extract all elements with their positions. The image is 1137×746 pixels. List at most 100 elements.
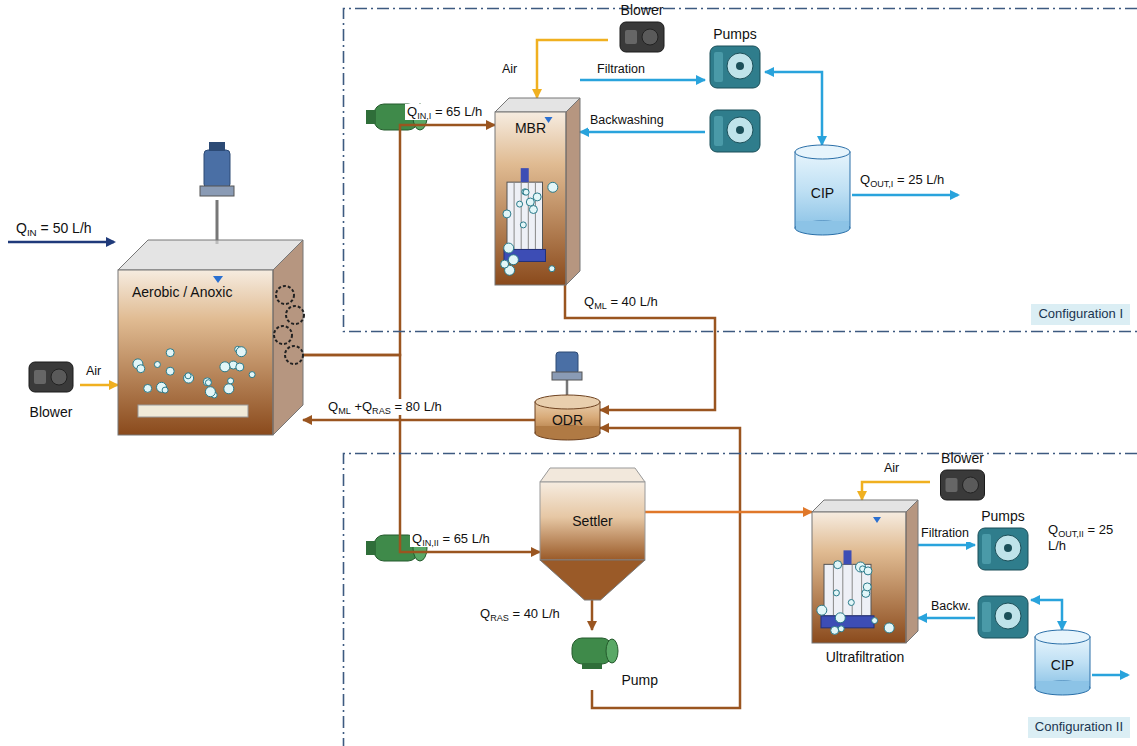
drawing-part (51, 369, 67, 385)
drawing-part (249, 372, 255, 378)
drawing-part (274, 326, 292, 344)
drawing-part (521, 168, 529, 182)
drawing-part (137, 365, 145, 373)
flow-line (580, 131, 705, 134)
drawing-part (286, 306, 304, 324)
drawing-part (118, 270, 273, 435)
drawing-part (736, 62, 744, 70)
drawing-part (812, 500, 918, 512)
inflow-arrow (8, 242, 114, 243)
flow-label: Filtration (919, 526, 971, 542)
subscript: RAS (490, 613, 509, 623)
drawing-part (203, 378, 211, 386)
drawing-part (29, 362, 73, 392)
drawing-part (906, 500, 918, 643)
drawing-part (864, 567, 872, 575)
drawing-part (495, 98, 580, 112)
node-label: Blower (941, 450, 984, 466)
drawing-part (710, 46, 760, 88)
drawing-part (204, 150, 230, 188)
drawing-part (535, 182, 536, 249)
drawing-part (884, 623, 894, 633)
subscript: ML (594, 301, 607, 311)
drawing-part (620, 22, 664, 52)
flow-label: Air (84, 364, 103, 380)
equipment-node: CIP (795, 145, 850, 235)
node-label: MBR (515, 120, 546, 136)
drawing-part (1092, 674, 1128, 677)
odr-mixer (552, 352, 582, 398)
drawing-part (995, 603, 1021, 629)
region-label: Configuration I (1031, 304, 1130, 325)
drawing-part (978, 528, 1028, 570)
drawing-part (963, 477, 979, 493)
node-shape (812, 500, 918, 665)
drawing-part (982, 602, 991, 632)
drawing-part (529, 206, 537, 214)
flow-rate-label: QIN = 50 L/h (14, 220, 94, 238)
drawing-part (508, 255, 518, 265)
equipment-node: Pumps (975, 508, 1031, 655)
equipment-node: Pump (568, 630, 660, 690)
subscript: OUT,II (1058, 529, 1084, 539)
drawing-part (535, 395, 600, 409)
drawing-part (228, 378, 234, 384)
node-label: Blower (30, 404, 73, 420)
node-label: Ultrafiltration (826, 649, 905, 665)
node-label: Pumps (713, 26, 757, 42)
node-label: CIP (811, 185, 834, 201)
drawing-part (852, 564, 853, 615)
equipment-node: Ultrafiltration (812, 500, 918, 665)
drawing-part (514, 182, 515, 249)
node-label: Aerobic / Anoxic (132, 284, 232, 300)
node-label: Settler (572, 513, 612, 529)
flow-label: QIN,II = 65 L/h (410, 531, 492, 547)
drawing-part (848, 600, 854, 606)
config-region: Configuration II BlowerSettlerUltrafiltra… (343, 453, 1137, 746)
subscript: ML (338, 406, 351, 416)
drawing-part (549, 266, 555, 272)
drawing-part (236, 347, 246, 357)
tank-mixer (200, 142, 234, 244)
drawing-part (548, 182, 558, 192)
equipment-node: CIP (1035, 630, 1090, 695)
drawing-part (209, 142, 225, 151)
drawing-part (844, 550, 852, 564)
equipment-node: Blower (22, 362, 80, 420)
flow-rate-label: QOUT,I = 25 L/h (858, 172, 946, 188)
subscript: OUT,I (870, 179, 893, 189)
equipment-node: ODR (535, 395, 600, 440)
drawing-part (1004, 544, 1012, 552)
drawing-part (507, 182, 543, 249)
drawing-part (504, 243, 514, 253)
drawing-part (795, 145, 850, 159)
drawing-part (540, 560, 645, 600)
drawing-part (873, 517, 881, 523)
drawing-part (523, 189, 529, 195)
drawing-part (714, 116, 723, 146)
drawing-part (946, 478, 958, 492)
drawing-part (995, 535, 1021, 561)
drawing-part (220, 362, 230, 372)
drawing-part (540, 482, 645, 560)
drawing-part (184, 373, 194, 383)
drawing-part (835, 613, 845, 623)
flow-label: QML +QRAS = 80 L/h (326, 399, 444, 415)
node-shape (540, 468, 645, 600)
flow-line (918, 544, 975, 547)
flow-rate-label: QOUT,II = 25 L/h (1046, 522, 1130, 555)
region-label: Configuration II (1028, 717, 1130, 738)
drawing-part (276, 286, 294, 304)
drawing-part (833, 590, 839, 596)
drawing-part (533, 193, 541, 201)
drawing-part (552, 372, 582, 380)
flow-line (591, 600, 594, 630)
drawing-part (872, 618, 878, 624)
drawing-part (224, 384, 234, 394)
drawing-part (205, 387, 215, 397)
drawing-part (710, 110, 760, 152)
flow-line (303, 419, 535, 422)
drawing-part (1035, 681, 1090, 695)
flow-label: Air (882, 461, 901, 477)
